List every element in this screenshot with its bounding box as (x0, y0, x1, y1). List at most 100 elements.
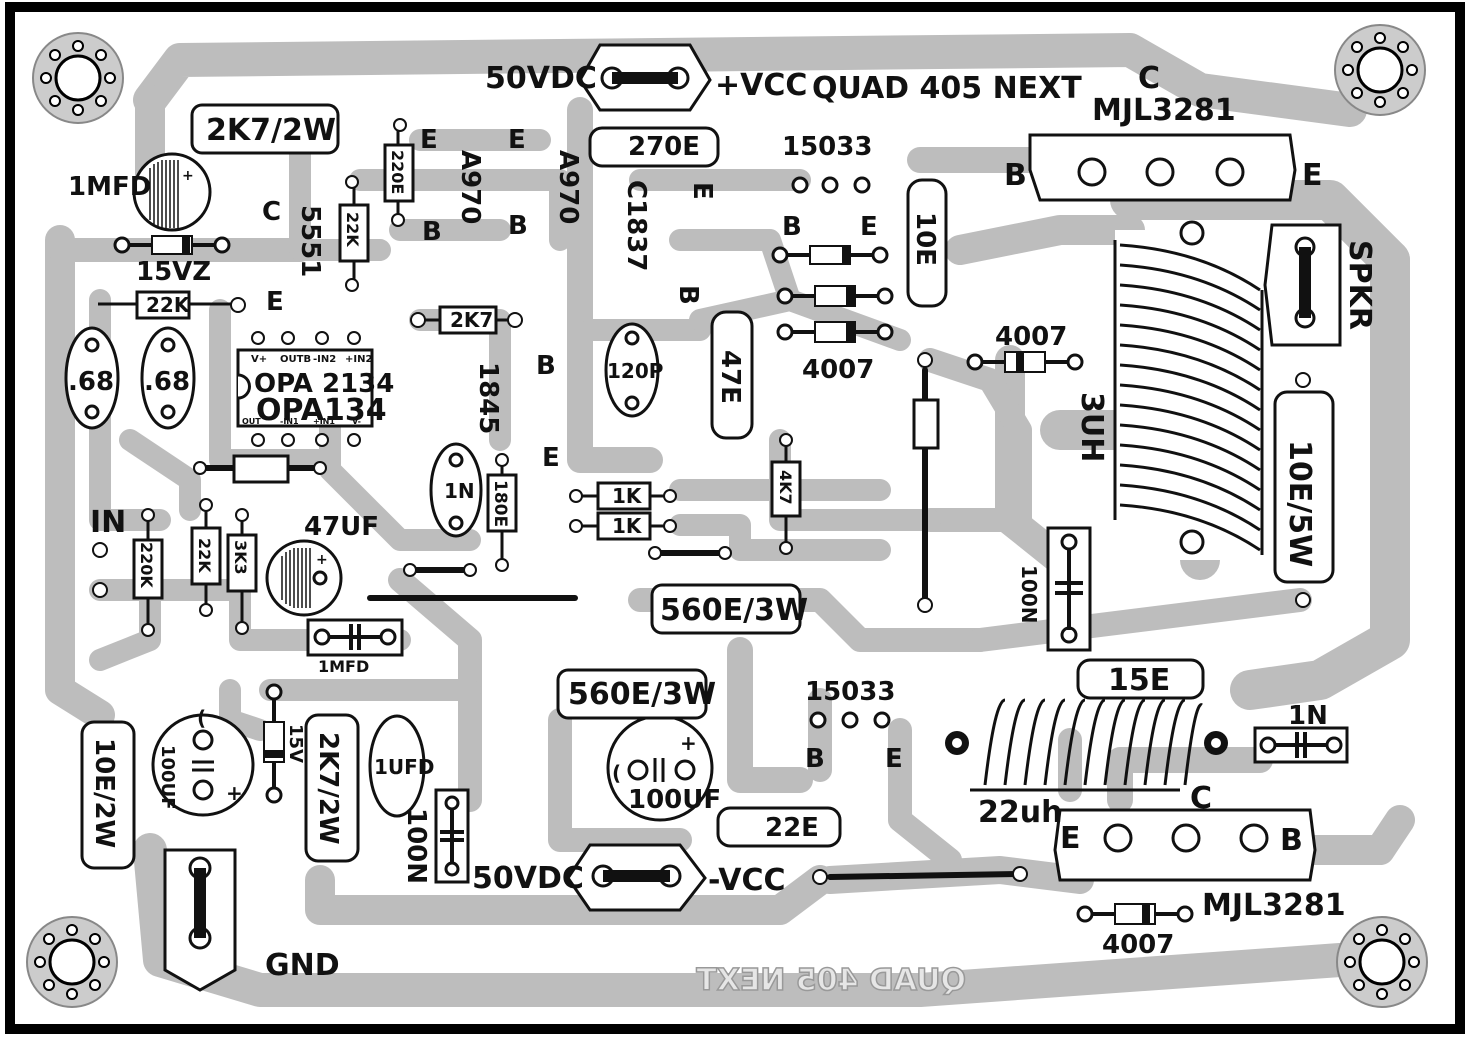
resistor-270e-label: 270E (628, 132, 700, 162)
driver-bottom-pin-b: B (805, 744, 825, 774)
resistor-22e-label: 22E (765, 813, 819, 843)
resistor-1k-a (574, 481, 672, 511)
svg-text:+: + (182, 168, 194, 184)
c1837-pin-b: B (673, 285, 703, 305)
resistor-22k-vertical (338, 180, 370, 285)
resistor-560e-a-label: 560E/3W (568, 677, 716, 712)
cap-47uf: + (265, 539, 343, 617)
output-transistor-top (1028, 133, 1297, 202)
q5551-pin-e: E (266, 287, 284, 317)
a970-2-pin-b: B (508, 211, 528, 241)
output-transistor-bottom-label: MJL3281 (1202, 888, 1346, 923)
resistor-560e-a (556, 668, 708, 720)
resistor-10e-5w-label: 10E/5W (1282, 440, 1317, 567)
cap-068-b (140, 326, 196, 430)
inductor-22uh (945, 698, 1228, 792)
resistor-small-ic (232, 454, 290, 484)
resistor-10e-label: 10E (910, 212, 940, 266)
cap-100n-right (1046, 526, 1092, 652)
cap-100uf-center-label: 100UF (628, 785, 721, 815)
cap-1n-left-label: 1N (444, 479, 475, 503)
mounting-hole-br (1336, 916, 1428, 1008)
resistor-2k7-label: 2K7 (450, 308, 493, 332)
resistor-10e-2w (80, 720, 136, 870)
resistor-220k (132, 515, 164, 630)
driver-top-pin-b: B (782, 212, 802, 242)
cap-1mfd-film-label: 1MFD (318, 657, 369, 676)
resistor-22k-low (190, 505, 222, 610)
pin-b-top: B (1004, 158, 1027, 193)
ic-pin-outb: OUTB (280, 354, 311, 365)
diode-4007-right-label: 4007 (995, 322, 1067, 352)
speaker-label: SPKR (1342, 240, 1377, 330)
cap-120p-label: 120P (607, 359, 663, 383)
ic-pin-vplus: V+ (251, 354, 267, 365)
driver-top-label: 15033 (782, 132, 872, 162)
mounting-hole-bl (26, 916, 118, 1008)
resistor-2k7-2w-bottom-label: 2K7/2W (313, 732, 343, 845)
diode-4007-mid-1 (776, 285, 894, 307)
cap-068-a-label: .68 (68, 367, 114, 397)
diode-4007-bottom-label: 4007 (1102, 930, 1174, 960)
ic-pin-in2-neg: -IN2 (313, 354, 336, 365)
driver-bottom-label: 15033 (805, 677, 895, 707)
svg-text:(: ( (197, 706, 206, 730)
board-title: QUAD 405 NEXT (812, 71, 1082, 106)
resistor-1k-b (574, 511, 672, 541)
resistor-180e (486, 460, 518, 565)
ic-pin-out: OUT (242, 417, 261, 426)
resistor-4k7-label: 4K7 (776, 470, 795, 505)
resistor-2k7-2w-top (190, 103, 340, 155)
diode-4007-mid-label: 4007 (802, 355, 874, 385)
transistor-a970-2-label: A970 (553, 150, 583, 224)
driver-top-pads (791, 176, 871, 194)
resistor-22k-low-label: 22K (195, 538, 214, 573)
misc-pads (92, 118, 1311, 885)
pin-c-bot: C (1190, 781, 1212, 816)
transistor-5551-label: 5551 (295, 205, 325, 277)
resistor-560e-b-label: 560E/3W (660, 593, 808, 628)
a970-1-pin-b: B (422, 217, 442, 247)
input-label: IN (90, 505, 126, 540)
resistor-560e-b (650, 583, 802, 635)
resistor-3k3-label: 3K3 (231, 540, 250, 575)
resistor-220e-label: 220E (388, 150, 407, 194)
resistor-10e (906, 178, 948, 308)
resistor-2k7-2w-bottom (304, 713, 360, 863)
cap-100n-right-label: 100N (1017, 565, 1041, 624)
ic-label-line1: OPA 2134 (254, 369, 394, 399)
cap-47uf-label: 47UF (304, 512, 379, 542)
q1845-pin-e: E (542, 443, 560, 473)
ic-pin-in1-neg: -IN1 (280, 417, 299, 426)
resistor-2k7 (418, 305, 515, 335)
diode-4007-bottom (1076, 903, 1194, 925)
transistor-1845-label: 1845 (473, 362, 503, 434)
pin-b-bot: B (1280, 823, 1303, 858)
a970-2-pin-e: E (508, 125, 526, 155)
resistor-4k7 (770, 440, 802, 548)
resistor-47e-label: 47E (715, 350, 745, 404)
resistor-22k-horizontal-label: 22K (146, 293, 191, 317)
inductor-22uh-label: 22uh (978, 795, 1062, 830)
resistor-2k7-2w-top-label: 2K7/2W (206, 113, 336, 148)
resistor-1k-a-label: 1K (612, 484, 643, 508)
ic-label-line2: OPA134 (256, 393, 387, 428)
ic-pin-vminus: V- (352, 417, 361, 426)
cap-1n-right (1253, 726, 1349, 764)
pin-e-top: E (1302, 158, 1323, 193)
driver-bottom-pin-e: E (885, 744, 903, 774)
cap-1ufd (368, 714, 426, 818)
cap-100uf-left-label: 100UF (157, 745, 178, 810)
cap-1ufd-label: 1UFD (374, 755, 434, 779)
cap-068-a (64, 326, 120, 430)
diode-4007-mid-2 (776, 321, 894, 343)
gnd-connector (163, 848, 237, 992)
cap-068-b-label: .68 (144, 367, 190, 397)
a970-1-pin-e: E (420, 125, 438, 155)
pin-e-bot: E (1060, 821, 1081, 856)
opamp-ic (236, 331, 374, 447)
output-transistor-top-label: MJL3281 (1092, 93, 1236, 128)
diode-4007-right (966, 351, 1084, 373)
